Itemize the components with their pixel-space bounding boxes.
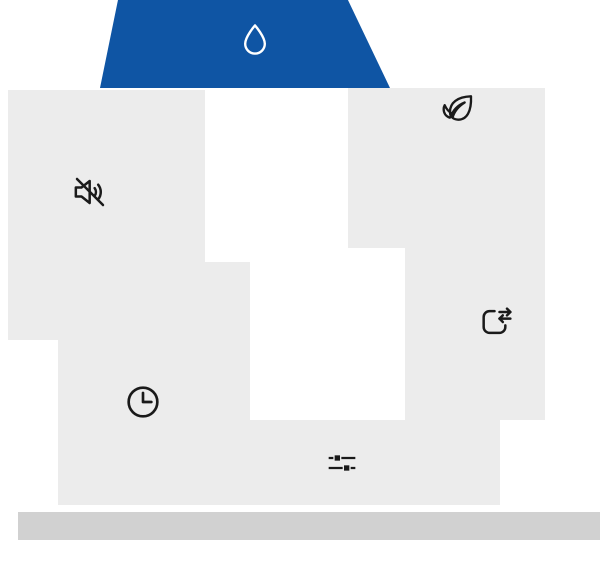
clock-icon (123, 382, 163, 422)
settings-tile[interactable] (205, 420, 500, 505)
water-banner-tab[interactable] (100, 0, 390, 88)
water-droplet-icon (236, 21, 274, 59)
sliders-icon (322, 443, 362, 483)
swap-connection-icon (477, 302, 517, 342)
connection-tile[interactable] (405, 150, 545, 420)
eco-leaves-icon (438, 90, 478, 130)
bottom-bar (18, 512, 600, 540)
mute-speaker-icon (70, 172, 110, 212)
